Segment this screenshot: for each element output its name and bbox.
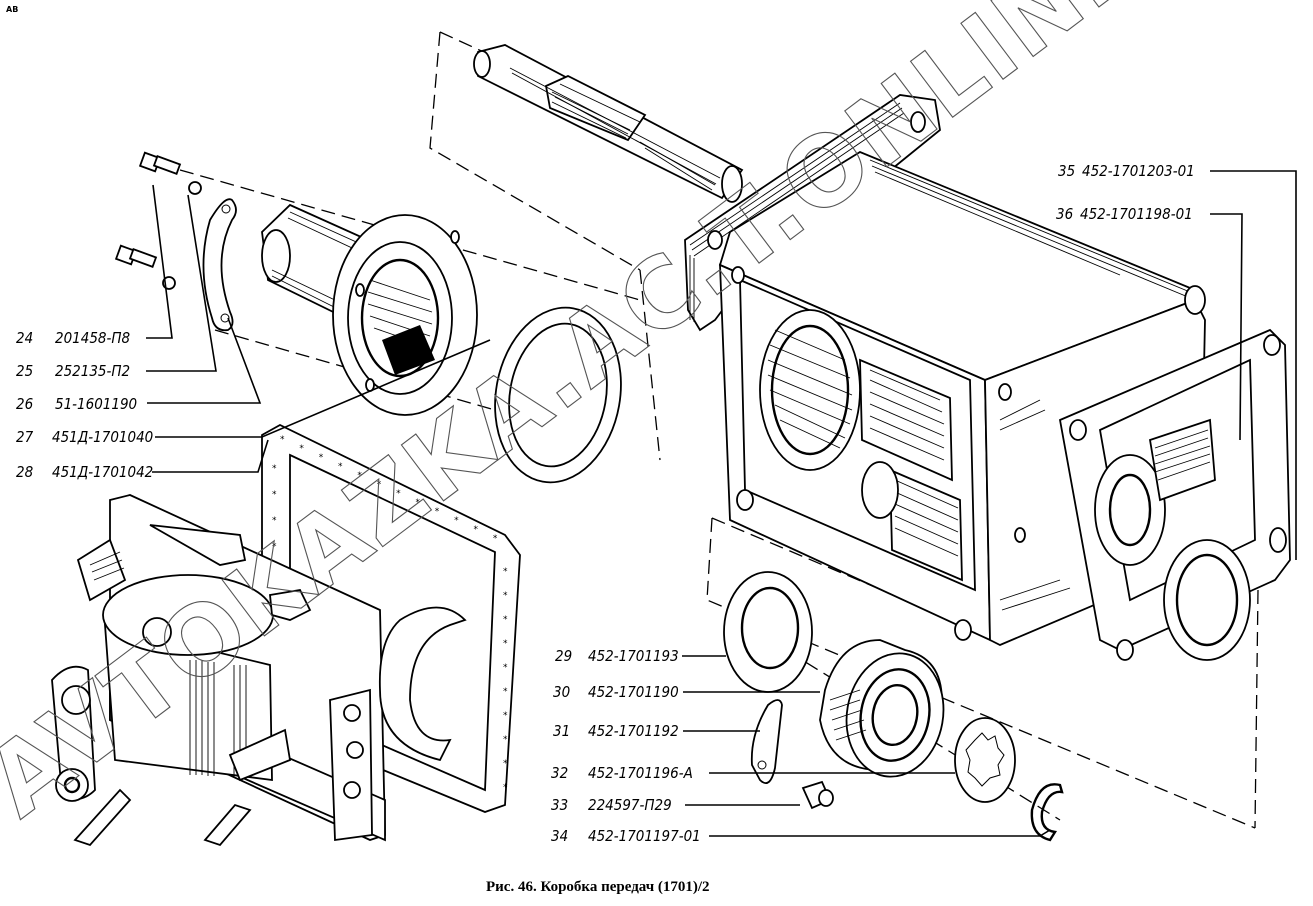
front-bearing-cover bbox=[261, 203, 478, 416]
callout-25: 25 252135-П2 bbox=[16, 362, 130, 380]
callout-24: 24 201458-П8 bbox=[16, 329, 130, 347]
gasket-texture-mark: * bbox=[272, 490, 277, 500]
gasket-texture-mark: * bbox=[396, 489, 401, 499]
callout-33: 33 224597-П29 bbox=[551, 796, 672, 814]
gasket-texture-mark: * bbox=[503, 615, 508, 625]
svg-text:451Д-1701040: 451Д-1701040 bbox=[52, 428, 153, 446]
svg-text:51-1601190: 51-1601190 bbox=[55, 395, 137, 413]
svg-text:452-1701197-01: 452-1701197-01 bbox=[588, 827, 701, 845]
lock-washer bbox=[162, 181, 202, 290]
svg-text:36: 36 bbox=[1056, 205, 1073, 223]
lock-washer-toothed bbox=[954, 717, 1016, 803]
svg-text:28: 28 bbox=[16, 463, 33, 481]
gasket-texture-mark: * bbox=[272, 516, 277, 526]
gasket-texture-mark: * bbox=[503, 639, 508, 649]
gasket-texture-mark: * bbox=[503, 711, 508, 721]
svg-text:26: 26 bbox=[16, 395, 33, 413]
figure-caption: Рис. 46. Коробка передач (1701)/2 bbox=[486, 879, 710, 895]
gasket-texture-mark: * bbox=[503, 735, 508, 745]
thrust-washer bbox=[723, 571, 813, 693]
gasket-texture-mark: * bbox=[454, 516, 459, 526]
svg-text:29: 29 bbox=[555, 647, 572, 665]
svg-text:452-1701198-01: 452-1701198-01 bbox=[1080, 205, 1193, 223]
callout-29: 29 452-1701193 bbox=[555, 647, 679, 665]
callout-30: 30 452-1701190 bbox=[553, 683, 679, 701]
gasket-texture-mark: * bbox=[319, 453, 324, 463]
rear-bearing-cover bbox=[1094, 418, 1251, 661]
svg-text:30: 30 bbox=[553, 683, 570, 701]
bolt bbox=[114, 151, 182, 268]
callout-28: 28 451Д-1701042 bbox=[16, 463, 153, 481]
callout-26: 26 51-1601190 bbox=[16, 395, 137, 413]
gasket-texture-mark: * bbox=[415, 498, 420, 508]
gasket-texture-mark: * bbox=[377, 480, 382, 490]
lock-lever bbox=[750, 699, 783, 784]
svg-text:25: 25 bbox=[16, 362, 33, 380]
svg-text:252135-П2: 252135-П2 bbox=[55, 362, 130, 380]
svg-text:34: 34 bbox=[551, 827, 568, 845]
screw bbox=[801, 780, 834, 810]
callout-35: 35 452-1701203-01 bbox=[1058, 162, 1195, 180]
gear-shift-cover bbox=[51, 494, 467, 847]
svg-text:452-1701203-01: 452-1701203-01 bbox=[1082, 162, 1195, 180]
gasket-texture-mark: * bbox=[272, 542, 277, 552]
svg-text:451Д-1701042: 451Д-1701042 bbox=[52, 463, 153, 481]
svg-text:452-1701192: 452-1701192 bbox=[588, 722, 679, 740]
svg-text:33: 33 bbox=[551, 796, 568, 814]
gasket-texture-mark: * bbox=[503, 591, 508, 601]
gasket-texture-mark: * bbox=[338, 462, 343, 472]
gasket-texture-mark: * bbox=[474, 525, 479, 535]
gasket-texture-mark: * bbox=[280, 435, 285, 445]
gasket-texture-mark: * bbox=[435, 507, 440, 517]
svg-text:32: 32 bbox=[551, 764, 568, 782]
callout-31: 31 452-1701192 bbox=[553, 722, 679, 740]
gasket-texture-mark: * bbox=[503, 783, 508, 793]
gasket-texture-mark: * bbox=[503, 567, 508, 577]
svg-text:201458-П8: 201458-П8 bbox=[55, 329, 130, 347]
svg-text:452-1701190: 452-1701190 bbox=[588, 683, 679, 701]
gasket-texture-mark: * bbox=[493, 534, 498, 544]
svg-text:31: 31 bbox=[553, 722, 570, 740]
callouts-left: 24 201458-П8 25 252135-П2 26 51-1601190 27 4… bbox=[16, 329, 153, 481]
callouts-right: 35 452-1701203-01 36 452-1701198-01 bbox=[1056, 162, 1195, 223]
bearing-cover-gasket bbox=[494, 306, 622, 484]
callout-27: 27 451Д-1701040 bbox=[16, 428, 153, 446]
lock-plate bbox=[202, 198, 237, 332]
callout-32: 32 452-1701196-А bbox=[551, 764, 693, 782]
svg-text:452-1701196-А: 452-1701196-А bbox=[588, 764, 693, 782]
gasket-texture-mark: * bbox=[299, 444, 304, 454]
svg-text:24: 24 bbox=[16, 329, 33, 347]
callout-36: 36 452-1701198-01 bbox=[1056, 205, 1193, 223]
ball-bearing bbox=[819, 639, 945, 778]
gasket-texture-mark: * bbox=[357, 471, 362, 481]
gasket-texture-mark: * bbox=[503, 687, 508, 697]
callouts-bottom: 29 452-1701193 30 452-1701190 31 452-170119… bbox=[551, 647, 701, 845]
gasket-texture-mark: * bbox=[272, 464, 277, 474]
input-shaft bbox=[473, 44, 744, 203]
gasket-texture-mark: * bbox=[503, 663, 508, 673]
svg-text:452-1701193: 452-1701193 bbox=[588, 647, 679, 665]
gasket-texture-mark: * bbox=[503, 759, 508, 769]
svg-text:27: 27 bbox=[16, 428, 34, 446]
corner-mark: АВ bbox=[6, 5, 18, 14]
svg-text:35: 35 bbox=[1058, 162, 1075, 180]
leader-lines bbox=[146, 170, 1297, 837]
svg-text:224597-П29: 224597-П29 bbox=[588, 796, 672, 814]
callout-34: 34 452-1701197-01 bbox=[551, 827, 701, 845]
internal-gears bbox=[759, 309, 963, 582]
snap-ring bbox=[1030, 783, 1064, 842]
